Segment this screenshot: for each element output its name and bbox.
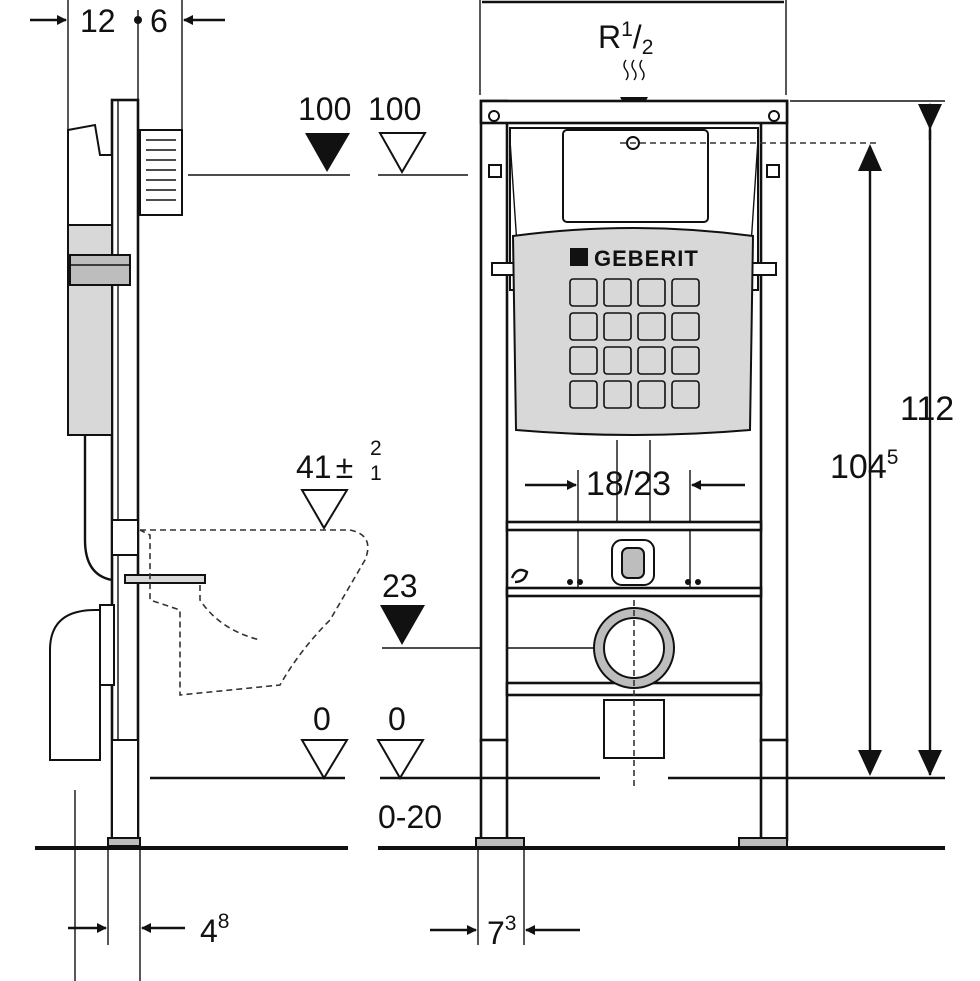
front-frame-post-right	[759, 99, 789, 743]
geberit-logo-icon	[570, 248, 588, 266]
bracket-screw-icon	[766, 164, 780, 178]
level-open-triangle-icon	[300, 489, 349, 530]
bolt-spacing-label: 18/23	[586, 465, 671, 503]
water-supply-icon	[623, 59, 645, 81]
arrow-up-icon	[858, 144, 882, 171]
side-bolt-bar	[124, 574, 206, 584]
front-rail-upper	[505, 520, 763, 532]
foot-width-label: 73	[487, 912, 516, 951]
axis-dot-icon	[134, 16, 142, 24]
bolt-icon	[695, 579, 701, 585]
level-filled-triangle-icon	[380, 605, 425, 645]
dim-side-6: 6	[150, 3, 168, 39]
level-markers: 100 100 41± 2 1 23 0 0 0-20	[296, 91, 595, 835]
side-drain-collar	[99, 604, 115, 686]
side-wc-outline	[139, 529, 369, 696]
front-view: R1/2 GEBERIT	[378, 0, 954, 951]
dim-side-12: 12	[80, 3, 116, 39]
bolt-icon	[577, 579, 583, 585]
level-0-left-label: 0	[313, 701, 331, 737]
side-foot	[107, 837, 141, 847]
bolt-icon	[685, 579, 691, 585]
front-leg-right	[759, 738, 789, 842]
side-flush-pipe	[83, 435, 113, 582]
supply-thread-label: R1/2	[598, 18, 653, 59]
front-frame-post-left	[479, 99, 509, 743]
front-foot-left	[475, 837, 525, 848]
side-frame-post	[110, 98, 140, 847]
bracket-screw-icon	[488, 164, 502, 178]
level-open-triangle-icon	[376, 739, 425, 780]
bracket-clip-icon	[751, 262, 777, 276]
side-view: 12 6	[30, 0, 369, 981]
hook-icon	[510, 568, 529, 584]
level-41-tol-minus: 1	[370, 462, 382, 485]
level-open-triangle-icon	[378, 132, 427, 175]
dim-side-4-8: 48	[200, 910, 229, 949]
drain-pipe	[603, 699, 665, 759]
level-100-filled-label: 100	[298, 91, 351, 127]
front-frame-top-rail	[479, 99, 789, 125]
floor-range-label: 0-20	[378, 799, 442, 835]
level-41-label: 41±	[296, 449, 353, 485]
bracket-clip-icon	[491, 262, 517, 276]
side-actuator-plate	[139, 129, 183, 216]
actuator-grid	[569, 278, 700, 409]
drain-connector-inner	[603, 617, 665, 679]
level-100-open-label: 100	[368, 91, 421, 127]
cistern-service-opening	[562, 129, 709, 223]
level-23-label: 23	[382, 568, 418, 604]
level-open-triangle-icon	[300, 739, 349, 780]
front-rail-middle	[505, 586, 763, 598]
arrow-down-icon	[918, 750, 942, 776]
front-leg-left	[479, 738, 509, 842]
side-bracket	[69, 254, 131, 286]
front-foot-right	[738, 837, 788, 848]
level-filled-triangle-icon	[305, 133, 350, 172]
bolt-icon	[567, 579, 573, 585]
inner-height-label: 1045	[830, 446, 898, 486]
total-height-label: 112	[900, 390, 954, 428]
arrow-down-icon	[858, 750, 882, 776]
side-frame-leg	[111, 739, 139, 841]
level-0-right-label: 0	[388, 701, 406, 737]
level-41-tol-plus: 2	[370, 437, 382, 460]
brand-label: GEBERIT	[594, 246, 699, 271]
